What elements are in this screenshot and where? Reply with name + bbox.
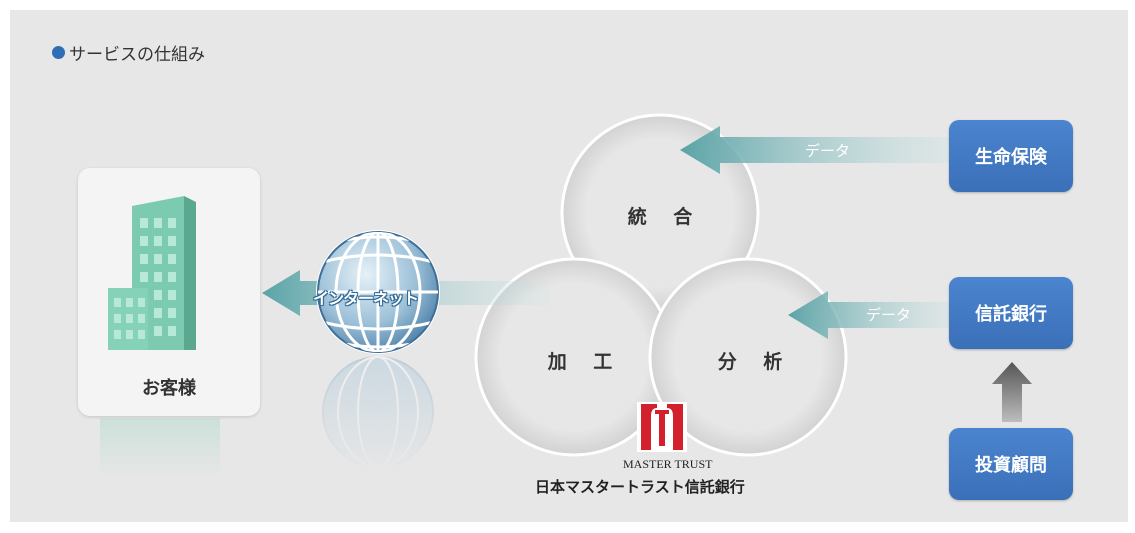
customer-reflection: [100, 418, 220, 478]
internet-label: インターネット: [313, 289, 419, 308]
life-insurance-label: 生命保険: [975, 147, 1047, 168]
section-title-text: サービスの仕組み: [69, 45, 205, 65]
globe-icon: [310, 230, 450, 475]
trust-bank-label: 信託銀行: [975, 304, 1047, 325]
customer-label: お客様: [142, 378, 196, 399]
data-label-top: データ: [805, 142, 851, 160]
investment-advisor-label: 投資顧問: [975, 455, 1047, 476]
customer-card: お客様: [78, 168, 260, 416]
data-arrow-top: [680, 126, 950, 174]
data-arrow-middle: [788, 291, 950, 339]
analyze-circle: [648, 257, 848, 457]
logo-japanese-text: 日本マスタートラスト信託銀行: [535, 478, 745, 496]
investment-advisor-box[interactable]: 投資顧問: [949, 428, 1073, 500]
bullet-dot-icon: [52, 46, 65, 59]
integrate-label: 統 合: [627, 206, 703, 228]
logo-english-text: MASTER TRUST: [623, 457, 713, 471]
process-label: 加 工: [547, 351, 623, 373]
analyze-label: 分 析: [717, 351, 793, 373]
up-arrow: [992, 362, 1032, 422]
master-trust-logo-icon: [637, 402, 687, 452]
life-insurance-box[interactable]: 生命保険: [949, 120, 1073, 192]
building-icon: [108, 196, 196, 350]
data-label-middle: データ: [866, 306, 912, 324]
section-title: サービスの仕組み: [52, 40, 205, 65]
venn-circles: [474, 113, 848, 457]
trust-bank-box[interactable]: 信託銀行: [949, 277, 1073, 349]
